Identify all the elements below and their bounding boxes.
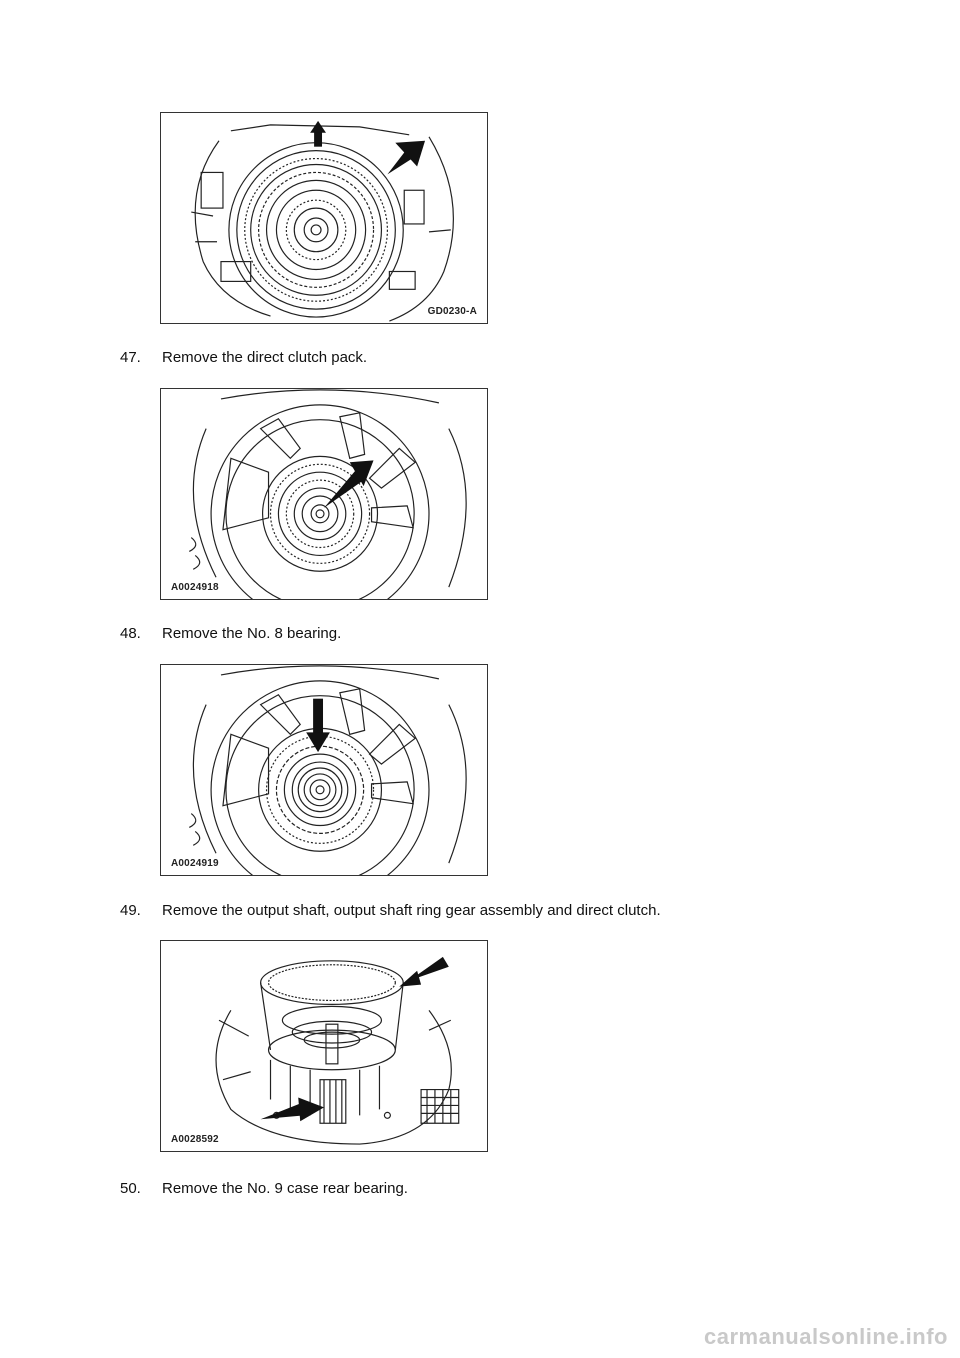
step-number: 48.	[120, 625, 141, 642]
step-text: Remove the direct clutch pack.	[162, 349, 368, 366]
illustration-case-rear-bearing: A0028592	[160, 940, 488, 1152]
figure-code: A0024918	[171, 582, 219, 593]
step-number: 50.	[120, 1180, 141, 1197]
figure-code: GD0230-A	[427, 306, 477, 317]
step-text: Remove the No. 9 case rear bearing.	[162, 1180, 408, 1197]
step-number: 49.	[120, 902, 141, 919]
step-48: 48. Remove the No. 8 bearing.	[120, 625, 341, 642]
step-text: Remove the No. 8 bearing.	[162, 625, 342, 642]
step-49: 49. Remove the output shaft, output shaft…	[120, 902, 661, 919]
illustration-direct-clutch-pack: GD0230-A	[160, 112, 488, 324]
illustration-output-shaft: A0024919	[160, 664, 488, 876]
illustration-no8-bearing: A0024918	[160, 388, 488, 600]
case-rear-bearing-drawing	[215, 956, 460, 1145]
figure-code: A0024919	[171, 858, 219, 869]
step-50: 50. Remove the No. 9 case rear bearing.	[120, 1180, 408, 1197]
figure-code: A0028592	[171, 1134, 219, 1145]
output-shaft-drawing	[189, 665, 467, 875]
step-number: 47.	[120, 349, 141, 366]
step-47: 47. Remove the direct clutch pack.	[120, 349, 367, 366]
site-watermark: carmanualsonline.info	[704, 1324, 948, 1349]
bearing-drawing	[189, 389, 467, 599]
clutch-pack-drawing	[191, 120, 454, 322]
step-text: Remove the output shaft, output shaft ri…	[162, 902, 661, 919]
